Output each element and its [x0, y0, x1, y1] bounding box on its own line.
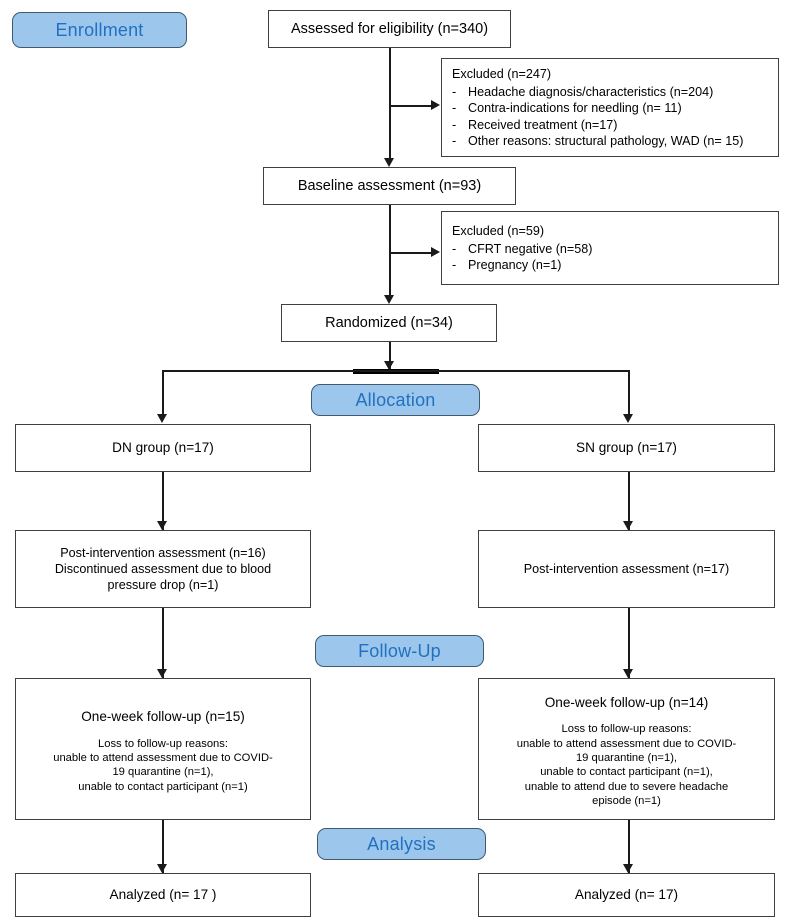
- bullet-dash-icon: -: [452, 258, 457, 273]
- stage-banner-allocation-label: Allocation: [355, 389, 436, 410]
- box-dn-followup-reason-title: Loss to follow-up reasons:: [98, 737, 228, 750]
- box-sn-post-line-1: Post-intervention assessment (n=17): [523, 561, 730, 576]
- box-dn-post-line-1: Post-intervention assessment (n=16): [60, 545, 266, 560]
- arrowhead-sn-group-to-post: [623, 521, 633, 530]
- box-baseline-assessment-text: Baseline assessment (n=93): [297, 177, 482, 194]
- box-excluded-1-reason-text: Headache diagnosis/characteristics (n=20…: [468, 85, 714, 100]
- box-randomized: Randomized (n=34): [281, 304, 497, 342]
- bullet-dash-icon: -: [452, 117, 457, 132]
- connector-sn-post-to-followup: [628, 608, 630, 678]
- box-baseline-assessment: Baseline assessment (n=93): [263, 167, 516, 205]
- stage-banner-analysis-label: Analysis: [367, 833, 436, 854]
- box-excluded-2-reason: - CFRT negative (n=58): [452, 241, 768, 257]
- box-sn-analyzed: Analyzed (n= 17): [478, 873, 775, 917]
- arrowhead-sn-followup-to-analyzed: [623, 864, 633, 873]
- connector-sn-followup-to-analyzed: [628, 820, 630, 873]
- box-sn-followup-reason: unable to attend assessment due to COVID…: [516, 737, 737, 750]
- box-dn-analyzed-text: Analyzed (n= 17 ): [109, 887, 217, 903]
- box-excluded-1-reason: - Headache diagnosis/characteristics (n=…: [452, 84, 768, 100]
- box-dn-followup: One-week follow-up (n=15) Loss to follow…: [15, 678, 311, 820]
- arrowhead-to-excluded-1: [431, 100, 440, 110]
- box-excluded-2: Excluded (n=59) - CFRT negative (n=58) -…: [441, 211, 779, 285]
- arrowhead-sn-post-to-followup: [623, 669, 633, 678]
- connector-to-excluded-2: [389, 252, 433, 254]
- box-sn-followup-reason: episode (n=1): [592, 794, 661, 807]
- box-assessed-for-eligibility: Assessed for eligibility (n=340): [268, 10, 511, 48]
- connector-split-to-dn-group: [162, 370, 164, 416]
- arrowhead-dn-followup-to-analyzed: [157, 864, 167, 873]
- box-sn-followup-reason: unable to contact participant (n=1),: [540, 766, 713, 779]
- box-excluded-2-reason: - Pregnancy (n=1): [452, 257, 768, 273]
- box-sn-analyzed-text: Analyzed (n= 17): [574, 887, 679, 903]
- connector-sn-group-to-post: [628, 472, 630, 530]
- arrowhead-split-to-dn-group: [157, 414, 167, 423]
- connector-split-to-sn-group: [628, 370, 630, 416]
- box-sn-followup-reason: 19 quarantine (n=1),: [575, 751, 678, 764]
- box-excluded-1-reason: - Contra-indications for needling (n= 11…: [452, 100, 768, 116]
- bullet-dash-icon: -: [452, 133, 457, 148]
- arrowhead-dn-post-to-followup: [157, 669, 167, 678]
- box-dn-post-line-3: pressure drop (n=1): [107, 578, 219, 593]
- arrowhead-to-excluded-2: [431, 247, 440, 257]
- stage-banner-followup: Follow-Up: [315, 635, 484, 667]
- spacer: [24, 725, 302, 736]
- box-randomized-text: Randomized (n=34): [325, 314, 453, 331]
- box-sn-followup-reason-title: Loss to follow-up reasons:: [561, 723, 692, 736]
- connector-randomized-to-split: [389, 342, 391, 370]
- box-dn-post-line-2: Discontinued assessment due to blood: [54, 561, 272, 576]
- arrowhead-split-to-sn-group: [623, 414, 633, 423]
- stage-banner-followup-label: Follow-Up: [358, 640, 441, 661]
- connector-assessed-to-baseline: [389, 48, 391, 160]
- arrowhead-assessed-to-baseline: [384, 158, 394, 167]
- box-excluded-2-reason-text: CFRT negative (n=58): [468, 241, 593, 256]
- box-excluded-1: Excluded (n=247) - Headache diagnosis/ch…: [441, 58, 779, 157]
- box-sn-followup-title: One-week follow-up (n=14): [544, 694, 709, 710]
- box-sn-group: SN group (n=17): [478, 424, 775, 472]
- connector-baseline-to-randomized: [389, 205, 391, 297]
- box-excluded-1-reason: - Received treatment (n=17): [452, 117, 768, 133]
- box-excluded-1-reason-text: Received treatment (n=17): [468, 117, 618, 132]
- arrowhead-baseline-to-randomized: [384, 295, 394, 304]
- box-excluded-1-reason-text: Other reasons: structural pathology, WAD…: [468, 133, 744, 148]
- box-excluded-2-title: Excluded (n=59): [452, 223, 545, 238]
- bullet-dash-icon: -: [452, 241, 457, 256]
- connector-dn-followup-to-analyzed: [162, 820, 164, 873]
- box-excluded-2-reason-text: Pregnancy (n=1): [468, 258, 562, 273]
- box-dn-followup-reason: 19 quarantine (n=1),: [112, 766, 214, 779]
- split-horizontal-line: [162, 370, 629, 372]
- box-dn-followup-reason: unable to contact participant (n=1): [78, 780, 248, 793]
- box-sn-post-intervention: Post-intervention assessment (n=17): [478, 530, 775, 608]
- stage-banner-enrollment: Enrollment: [12, 12, 187, 48]
- stage-banner-allocation: Allocation: [311, 384, 480, 416]
- box-dn-followup-title: One-week follow-up (n=15): [81, 709, 245, 725]
- bullet-dash-icon: -: [452, 85, 457, 100]
- bullet-dash-icon: -: [452, 101, 457, 116]
- arrowhead-dn-group-to-post: [157, 521, 167, 530]
- connector-dn-group-to-post: [162, 472, 164, 530]
- spacer: [487, 711, 766, 722]
- box-dn-group-text: DN group (n=17): [112, 440, 214, 456]
- box-sn-group-text: SN group (n=17): [576, 440, 677, 456]
- box-excluded-1-title: Excluded (n=247): [452, 67, 552, 82]
- box-excluded-1-reason: - Other reasons: structural pathology, W…: [452, 133, 768, 149]
- stage-banner-enrollment-label: Enrollment: [55, 19, 144, 40]
- box-excluded-1-reason-text: Contra-indications for needling (n= 11): [468, 101, 682, 116]
- box-sn-followup: One-week follow-up (n=14) Loss to follow…: [478, 678, 775, 820]
- connector-to-excluded-1: [389, 105, 433, 107]
- box-assessed-for-eligibility-text: Assessed for eligibility (n=340): [290, 20, 489, 37]
- box-dn-analyzed: Analyzed (n= 17 ): [15, 873, 311, 917]
- box-dn-post-intervention: Post-intervention assessment (n=16) Disc…: [15, 530, 311, 608]
- box-dn-group: DN group (n=17): [15, 424, 311, 472]
- connector-dn-post-to-followup: [162, 608, 164, 678]
- box-sn-followup-reason: unable to attend due to severe headache: [524, 780, 729, 793]
- box-dn-followup-reason: unable to attend assessment due to COVID…: [53, 751, 273, 764]
- stage-banner-analysis: Analysis: [317, 828, 486, 860]
- arrowhead-randomized-to-split: [384, 361, 394, 370]
